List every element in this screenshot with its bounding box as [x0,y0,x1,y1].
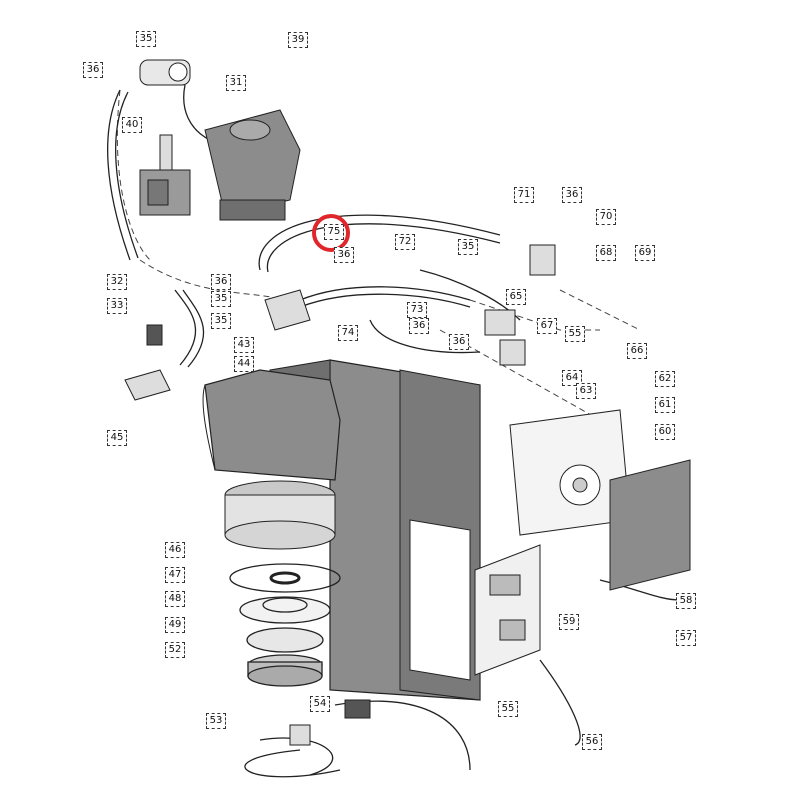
callout-67[interactable]: 67 [537,318,557,334]
callout-44[interactable]: 44 [234,356,254,372]
callout-48[interactable]: 48 [165,591,185,607]
brew-hopper [202,369,341,550]
callout-71[interactable]: 71 [514,187,534,203]
valve [139,59,191,86]
callout-35-lower[interactable]: 35 [211,313,231,329]
callout-56[interactable]: 56 [582,734,602,750]
callout-47[interactable]: 47 [165,567,185,583]
callout-43[interactable]: 43 [234,337,254,353]
callout-55-upper[interactable]: 55 [565,326,585,342]
callout-61[interactable]: 61 [655,397,675,413]
callout-45[interactable]: 45 [107,430,127,446]
callout-59[interactable]: 59 [559,614,579,630]
solenoid [139,134,191,216]
callout-36-top[interactable]: 36 [83,62,103,78]
callout-49[interactable]: 49 [165,617,185,633]
callout-35-top[interactable]: 35 [136,31,156,47]
callout-64[interactable]: 64 [562,370,582,386]
callout-65[interactable]: 65 [506,289,526,305]
callout-31[interactable]: 31 [226,75,246,91]
callout-53[interactable]: 53 [206,713,226,729]
callout-62[interactable]: 62 [655,371,675,387]
callout-70[interactable]: 70 [596,209,616,225]
ring-stack [229,563,341,687]
callout-52[interactable]: 52 [165,642,185,658]
callout-58[interactable]: 58 [676,593,696,609]
callout-68[interactable]: 68 [596,245,616,261]
callout-36-pump[interactable]: 36 [449,334,469,350]
callout-69[interactable]: 69 [635,245,655,261]
callout-55-lower[interactable]: 55 [498,701,518,717]
small-parts [124,244,556,746]
callout-63[interactable]: 63 [576,383,596,399]
thermoblock [509,409,691,591]
callout-74[interactable]: 74 [338,325,358,341]
callout-72[interactable]: 72 [395,234,415,250]
callout-33[interactable]: 33 [107,298,127,314]
callout-36-center[interactable]: 36 [409,318,429,334]
callout-66[interactable]: 66 [627,343,647,359]
callout-40[interactable]: 40 [122,117,142,133]
hoses [107,84,681,778]
callout-36-right[interactable]: 36 [562,187,582,203]
callout-54[interactable]: 54 [310,696,330,712]
callout-36-left[interactable]: 36 [211,274,231,290]
highlight-ring-75 [312,214,350,252]
callout-39[interactable]: 39 [288,32,308,48]
callout-32[interactable]: 32 [107,274,127,290]
callout-73[interactable]: 73 [407,302,427,318]
pcb [474,544,541,676]
callout-35-mid[interactable]: 35 [458,239,478,255]
callout-46[interactable]: 46 [165,542,185,558]
callout-35-left[interactable]: 35 [211,291,231,307]
callout-60[interactable]: 60 [655,424,675,440]
callout-36-mid[interactable]: 36 [334,247,354,263]
pump-housing [204,109,301,221]
callout-57[interactable]: 57 [676,630,696,646]
